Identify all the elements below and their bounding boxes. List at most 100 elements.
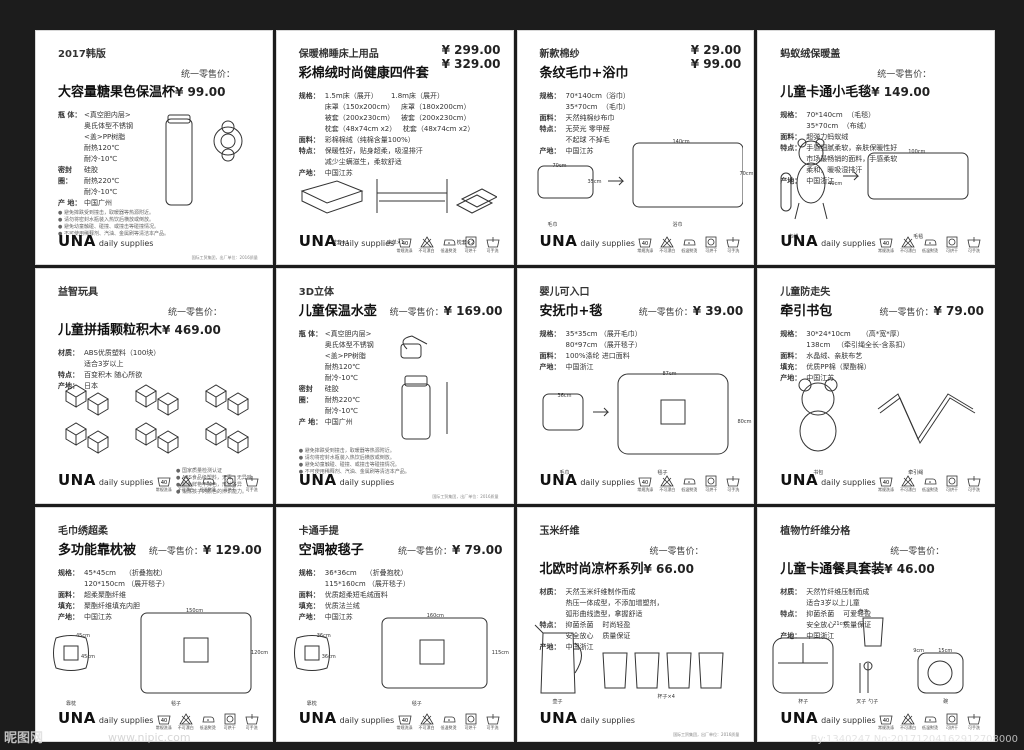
product-title: 多功能靠枕被 [58,542,137,558]
spec-list: 瓶 体：<真空胆内层> 奥氏体型不锈钢<盖>PP树脂 耐热120℃ 耐冷-10℃… [58,110,262,209]
item-caption: 碗 [943,698,949,705]
note-line: ● 避免幼童触碰、碰撞、或撞击等碰撞情况。 [298,462,400,469]
spec-row: 规格：30*24*10cm （高*宽*厚） 138cm （牵引绳全长-含系扣） [780,329,984,351]
spec-key: 特点： [539,620,561,629]
brand-tagline: daily supplies [98,477,154,487]
no-bleach-icon: 不可漂白 [419,236,435,254]
dimension-label: 115cm [491,649,509,656]
care-label: 可烘干 [946,486,958,492]
spec-value: 日本 [84,382,98,391]
dimension-label: 100cm [908,149,926,155]
hand-wash-icon: 可手洗 [966,475,982,493]
product-subtitle: 儿童防走失 [780,287,831,299]
spec-row: <盖>PP树脂 耐热120℃ 耐冷-10℃ [58,132,262,165]
care-label: 可烘干 [223,486,236,492]
title-row: 北欧时尚凉杯系列统一零售价：¥ 66.00 [540,539,744,577]
bedding-drawing [297,171,497,221]
dimension-label: 45cm [76,632,90,639]
dimension-label: 15cm [938,647,953,654]
care-label: 常规洗涤 [396,724,413,730]
towel-drawing [533,131,743,221]
spec-key: 产地： [539,363,561,372]
spec-row: 填充：聚酯纤维填充内胆 [58,601,262,612]
price-secondary: ¥ 99.00 [690,57,742,71]
spec-key: 产地： [539,642,561,651]
spec-key: 面料： [539,352,561,361]
care-label: 可手洗 [486,724,499,730]
spec-value: 抑菌杀菌 时尚轻盈 安全放心 质量保证 [565,620,631,640]
brand-tagline: daily supplies [580,715,635,725]
spec-list: 规格：30*24*10cm （高*宽*厚） 138cm （牵引绳全长-含系扣）面… [780,329,984,384]
spec-key: 填充： [298,601,320,610]
item-caption: 书包 [813,470,824,477]
note-line: ● 锻炼孩子的颜色的辨识能力。 [176,489,247,496]
spec-key: 密封圈： [58,166,72,185]
tumble-dry-icon: 可烘干 [703,475,719,493]
item-caption: 杯子 [798,698,809,705]
spec-row: 特点：保暖性好，贴身超柔，吸湿排汗 减少尘螨滋生，柔软舒适 [299,146,503,168]
product-subtitle: 2017韩版 [58,49,106,60]
brand-tagline: daily supplies [821,477,876,487]
spec-row: 产 地：中国广州 [58,198,262,209]
title-row: 儿童卡通餐具套装统一零售价：¥ 46.00 [780,539,984,577]
title-row: 彩棉绒时尚健康四件套 [299,62,503,81]
notes: ● 国家质量检测认证● ABS食品级塑料，无毒、无异味● 颜色鲜艳不掉色，形状各… [176,468,252,496]
spec-value: 保暖性好，贴身超柔，吸湿排汗 减少尘螨滋生，柔软舒适 [324,147,423,166]
spec-value: 手感细腻柔软，亲肤保暖性好 市场最畅销的面料，手感柔软 柔和，暖吸湿排汗 [806,144,898,174]
price: ¥ 29.00 [690,43,742,57]
spec-row: 规格：35*35cm （展开毛巾） 80*97cm （展开毯子） [540,329,744,351]
no-bleach-icon: 不可漂白 [178,474,194,493]
spec-value: 70*140cm （毛毯） 35*70cm （布绒） [806,111,876,130]
spec-value: 中国浙江 [806,177,835,185]
product-title: 空调被毯子 [298,542,364,558]
item-caption: 毯子 [171,700,182,707]
spec-value: 优质PP棉（聚酯棉） [806,363,871,372]
spec-row: 产 地：中国广州 [299,417,503,428]
spec-value: ABS优质塑料（100块） 适合3岁以上 [84,349,161,369]
spec-value: 45*45cm （折叠抱枕） 120*150cm （展开毯子） [84,568,170,588]
svg-text:40: 40 [883,718,889,724]
hand-wash-icon: 可手洗 [485,713,501,731]
dimension-label: 120cm [251,649,269,656]
care-label: 低温熨烫 [681,486,698,492]
spec-row: 瓶 体：<真空胆内层> 奥氏体型不锈钢 [58,110,262,132]
price: ¥ 169.00 [443,304,503,319]
price-label: 统一零售价： [890,546,945,557]
price-label: 统一零售价： [638,308,693,319]
spec-row: 面料：100%涤纶 进口面料 [540,351,744,362]
brand-name: UNA [780,708,819,727]
product-title: 条纹毛巾+浴巾 [539,66,629,81]
price: ¥ 99.00 [175,85,226,99]
care-label: 可手洗 [968,248,980,254]
blocks-drawing [56,379,256,459]
no-bleach-icon: 不可漂白 [659,474,675,493]
care-label: 可手洗 [245,486,258,492]
spec-value: 1.5m床（展开） 1.8m床（展开） 床罩（150x200cm） 床罩（180… [324,92,475,133]
watermark-url: www.nipic.com [108,731,191,744]
care-label: 不可漂白 [418,248,435,254]
title-row: 牵引书包统一零售价：¥ 79.00 [780,300,984,319]
spec-value: 硅胶 耐热220℃ 耐冷-10℃ [324,385,360,416]
product-title: 儿童保温水壶 [298,304,377,320]
care-label: 低温熨烫 [922,486,938,492]
item-caption: 靠枕 [306,700,317,707]
svg-text:40: 40 [401,718,407,724]
spec-key: 规格： [298,92,320,100]
title-row: 儿童拼插颗粒积木统一零售价：¥ 469.00 [58,300,262,338]
brand-name: UNA [780,470,819,489]
care-label: 可烘干 [946,724,958,730]
